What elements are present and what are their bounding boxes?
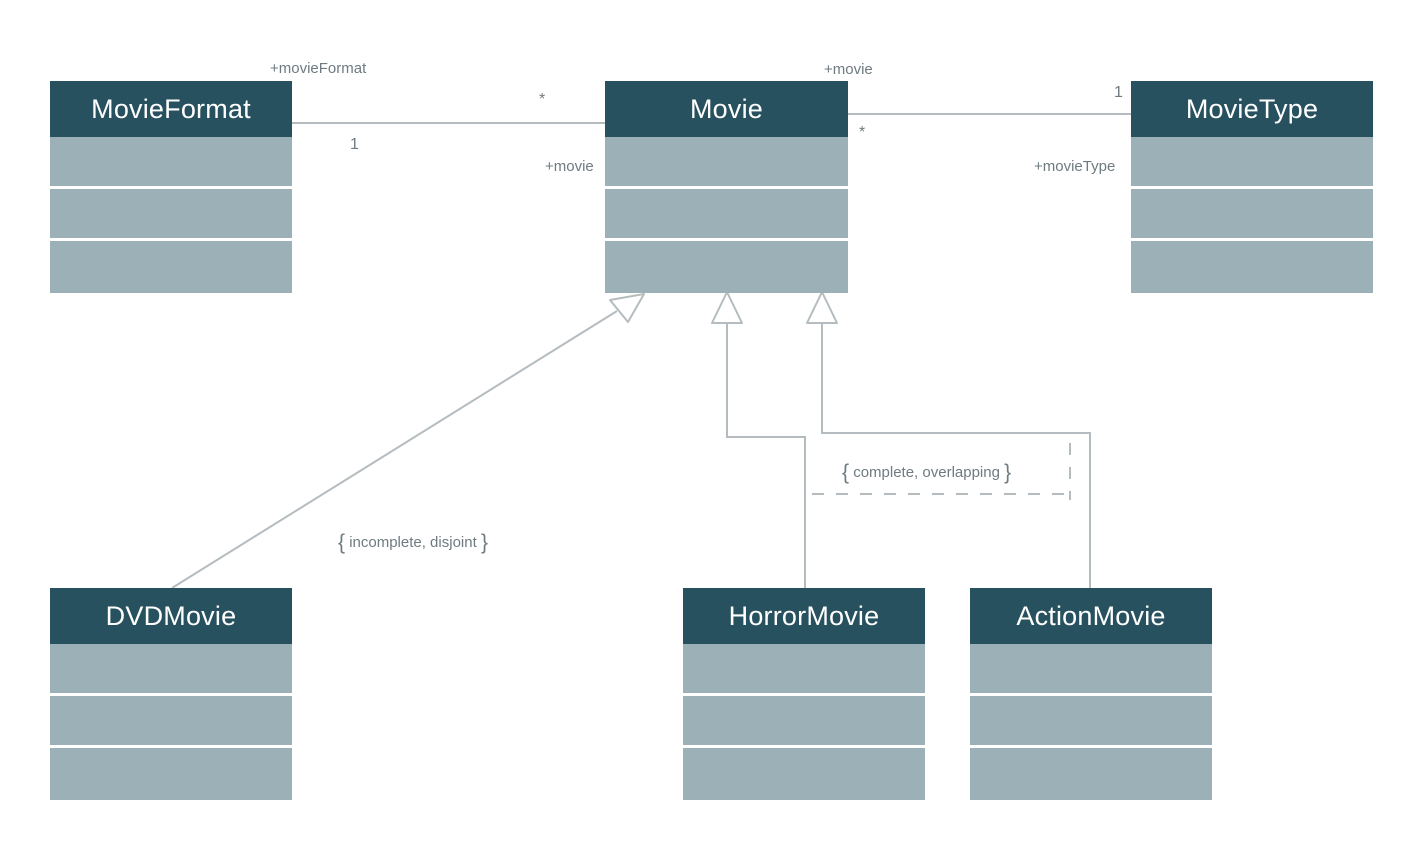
extra-compartment[interactable] — [683, 748, 925, 800]
class-compartments-movietype — [1131, 137, 1373, 293]
generalization-arrow-dvdmovie — [609, 293, 645, 323]
generalization-line-actionmovie[interactable] — [821, 323, 1091, 588]
class-name-dvdmovie: DVDMovie — [50, 588, 292, 644]
constraint-complete-overlapping: { complete, overlapping } — [836, 461, 1018, 484]
class-box-dvdmovie[interactable]: DVDMovie — [50, 588, 292, 800]
operations-compartment[interactable] — [50, 696, 292, 748]
class-name-horrormovie: HorrorMovie — [683, 588, 925, 644]
class-box-movieformat[interactable]: MovieFormat — [50, 81, 292, 293]
constraint-open-brace: { — [338, 531, 346, 554]
generalization-line-horrormovie[interactable] — [726, 323, 806, 588]
class-compartments-movieformat — [50, 137, 292, 293]
attributes-compartment[interactable] — [1131, 137, 1373, 189]
constraint-incomplete-disjoint: { incomplete, disjoint } — [332, 532, 494, 553]
multiplicity-label-movie-end-right: * — [859, 124, 866, 141]
role-label-movieformat: +movieFormat — [270, 60, 367, 77]
class-name-movietype: MovieType — [1131, 81, 1373, 137]
multiplicity-label-movieformat-end: 1 — [350, 136, 359, 153]
class-box-movie[interactable]: Movie — [605, 81, 848, 293]
constraint-close-brace: } — [480, 531, 488, 554]
attributes-compartment[interactable] — [683, 644, 925, 696]
operations-compartment[interactable] — [1131, 189, 1373, 241]
constraint-open-brace: { — [842, 461, 850, 484]
class-compartments-dvdmovie — [50, 644, 292, 800]
attributes-compartment[interactable] — [605, 137, 848, 189]
class-name-movie: Movie — [605, 81, 848, 137]
constraint-close-brace: } — [1004, 461, 1012, 484]
generalization-arrow-horrormovie — [711, 291, 743, 324]
attributes-compartment[interactable] — [50, 137, 292, 189]
class-compartments-horrormovie — [683, 644, 925, 800]
class-compartments-movie — [605, 137, 848, 293]
attributes-compartment[interactable] — [970, 644, 1212, 696]
extra-compartment[interactable] — [50, 748, 292, 800]
class-box-movietype[interactable]: MovieType — [1131, 81, 1373, 293]
class-box-horrormovie[interactable]: HorrorMovie — [683, 588, 925, 800]
extra-compartment[interactable] — [605, 241, 848, 293]
operations-compartment[interactable] — [683, 696, 925, 748]
operations-compartment[interactable] — [970, 696, 1212, 748]
attributes-compartment[interactable] — [50, 644, 292, 696]
role-label-movie-left: +movie — [545, 158, 594, 175]
generalization-arrow-actionmovie — [806, 291, 838, 324]
operations-compartment[interactable] — [50, 189, 292, 241]
extra-compartment[interactable] — [970, 748, 1212, 800]
class-name-actionmovie: ActionMovie — [970, 588, 1212, 644]
role-label-movietype: +movieType — [1034, 158, 1116, 175]
extra-compartment[interactable] — [50, 241, 292, 293]
extra-compartment[interactable] — [1131, 241, 1373, 293]
operations-compartment[interactable] — [605, 189, 848, 241]
multiplicity-label-movie-end-left: * — [539, 91, 546, 108]
role-label-movie-right: +movie — [824, 61, 873, 78]
class-compartments-actionmovie — [970, 644, 1212, 800]
class-name-movieformat: MovieFormat — [50, 81, 292, 137]
multiplicity-label-movietype-end: 1 — [1114, 84, 1123, 101]
class-box-actionmovie[interactable]: ActionMovie — [970, 588, 1212, 800]
constraint-text: incomplete, disjoint — [349, 534, 477, 551]
constraint-text: complete, overlapping — [853, 464, 1000, 481]
